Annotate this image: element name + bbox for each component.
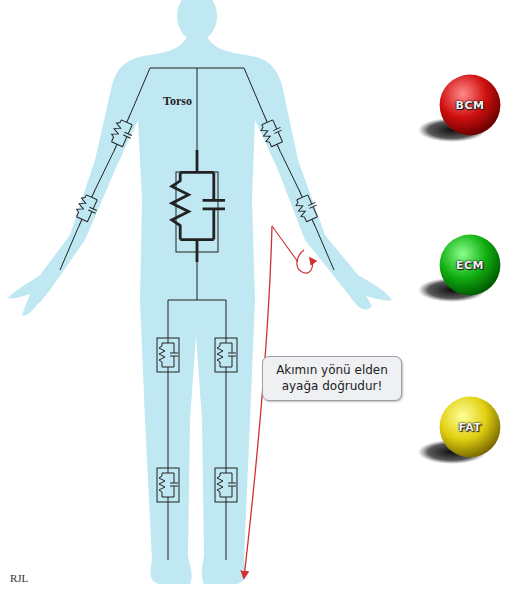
head	[177, 0, 217, 41]
sphere-label: FAT	[459, 421, 482, 434]
sphere-node: ECM	[439, 234, 501, 296]
sphere-fill	[440, 75, 501, 136]
callout-text: Akımın yönü elden ayağa doğrudur!	[271, 363, 393, 394]
torso-rc	[172, 150, 225, 262]
current-loop	[297, 250, 313, 273]
sphere-fill	[440, 397, 501, 458]
part-label: Torso	[163, 94, 192, 109]
credit-label: RJL	[10, 572, 28, 584]
sphere-node: BCM	[439, 74, 501, 136]
arm-rc	[71, 186, 105, 230]
sphere-fill	[440, 235, 501, 296]
sphere-label: ECM	[456, 259, 484, 272]
leg-rc	[217, 335, 236, 375]
leg-rc	[217, 465, 236, 505]
current-line	[272, 226, 298, 262]
equivalent-circuit	[60, 68, 334, 560]
current-arrow	[244, 226, 272, 578]
arm-rc	[291, 186, 325, 230]
arm-rc	[106, 111, 140, 155]
callout-box: Akımın yönü elden ayağa doğrudur!	[262, 356, 402, 401]
body-silhouette	[8, 36, 392, 584]
leg-rc	[159, 465, 178, 505]
leg-rc	[159, 335, 178, 375]
sphere-node: FAT	[439, 396, 501, 458]
sphere-label: BCM	[456, 99, 485, 112]
arm-rc	[256, 111, 290, 155]
